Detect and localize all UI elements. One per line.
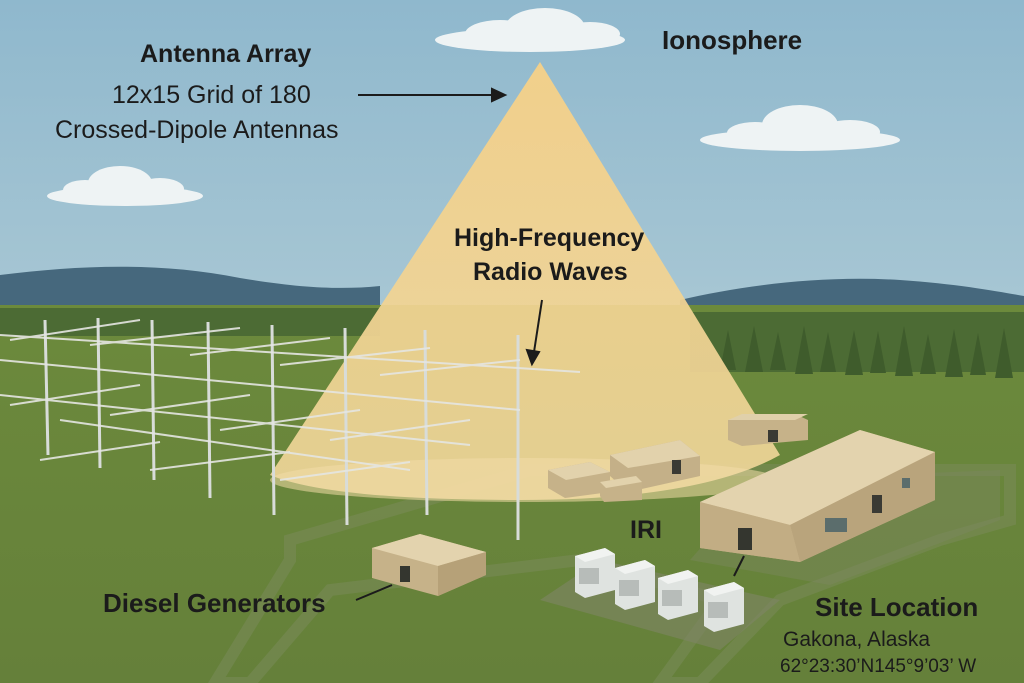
- generator-building: [372, 534, 486, 596]
- cabinet: [615, 560, 655, 610]
- building-small: [728, 414, 808, 446]
- road: [207, 464, 1016, 683]
- arrow-hf-waves: [525, 299, 543, 367]
- hf-waves-line-2: Radio Waves: [473, 258, 628, 286]
- cabinet: [704, 582, 744, 632]
- diesel-generators-label: Diesel Generators: [103, 588, 326, 618]
- leader-generators: [355, 584, 393, 601]
- cloud: [435, 8, 625, 52]
- hf-beam: [270, 62, 780, 500]
- building-small: [600, 476, 642, 502]
- cabinet: [575, 548, 615, 598]
- iri-label: IRI: [630, 516, 662, 544]
- site-location-coords: 62°23:30’N145°9’03’ W: [780, 656, 977, 677]
- site-location-title: Site Location: [815, 592, 979, 622]
- tree-line: [0, 308, 1024, 372]
- antenna-grid: [43, 317, 520, 540]
- antenna-array-detail-1: 12x15 Grid of 180: [112, 81, 311, 109]
- antenna-array-title: Antenna Array: [140, 40, 312, 68]
- antenna-array-detail-2: Crossed-Dipole Antennas: [55, 116, 339, 144]
- ionosphere-label: Ionosphere: [662, 25, 803, 55]
- cloud: [47, 166, 203, 206]
- cabinet: [658, 570, 698, 620]
- cloud: [700, 105, 900, 151]
- building-small: [548, 462, 610, 498]
- hf-waves-line-1: High-Frequency: [454, 224, 645, 252]
- antenna-dipoles: [0, 319, 581, 481]
- leader-cabinets: [733, 555, 745, 577]
- site-location-place: Gakona, Alaska: [783, 628, 931, 651]
- trees: [720, 326, 1013, 378]
- arrow-antenna-array: [358, 87, 508, 103]
- iri-building: [700, 430, 935, 562]
